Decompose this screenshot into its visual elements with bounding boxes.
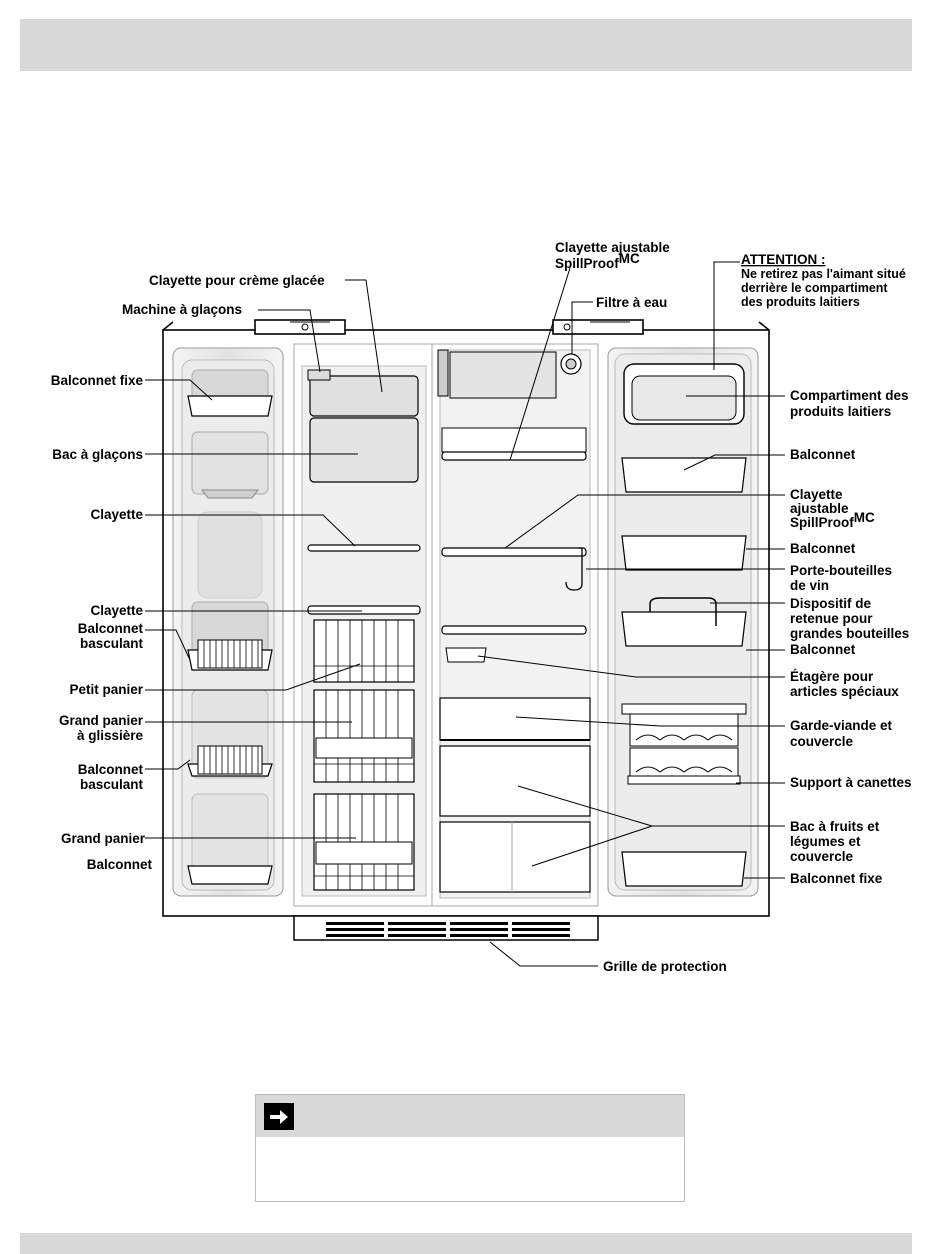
label-clayette-creme-glacee: Clayette pour crème glacée [149,273,325,288]
label-dispositif-c: grandes bouteilles [790,626,909,641]
freezer-door [172,347,284,897]
label-grand-panier-glissiere-a: Grand panier [59,713,144,728]
label-balconnet-left-bottom: Balconnet [87,857,153,872]
label-dispositif-a: Dispositif de [790,596,871,611]
fresh-food-door [607,347,759,897]
label-bac-fruits-b: légumes et [790,834,861,849]
label-balconnet-basculant-1b: basculant [80,636,144,651]
note-header [256,1095,684,1137]
label-clayette-aj-c: SpillProof [790,515,854,530]
label-grand-panier-glissiere-b: à glissière [77,728,144,743]
arrow-right-icon [264,1103,294,1130]
label-bac-glacons: Bac à glaçons [52,447,143,462]
label-spillproof-top: SpillProof [555,256,619,271]
label-attention-line3: des produits laitiers [741,295,860,309]
label-clayette-2: Clayette [90,603,143,618]
label-balconnet-basculant-1a: Balconnet [78,621,144,636]
label-balconnet-r2: Balconnet [790,541,856,556]
label-attention-title: ATTENTION : [741,252,826,267]
label-compartiment-b: produits laitiers [790,404,891,419]
label-clayette-aj-a: Clayette [790,487,843,502]
label-spillproof-top-mc: MC [619,251,640,266]
label-balconnet-r3: Balconnet [790,642,856,657]
label-bac-fruits-c: couvercle [790,849,854,864]
label-support-canettes: Support à canettes [790,775,912,790]
freezer-compartment [293,343,433,907]
svg-text:SpillProofMC: SpillProofMC [555,251,640,271]
label-clayette-aj-b: ajustable [790,501,849,516]
svg-text:SpillProofMC: SpillProofMC [790,510,875,530]
leader-lines [145,261,785,967]
label-grille-protection: Grille de protection [603,959,727,974]
label-machine-glacons: Machine à glaçons [122,302,242,317]
label-garde-viande-b: couvercle [790,734,854,749]
fresh-food-compartment [431,343,599,907]
label-balconnet-basculant-2b: basculant [80,777,144,792]
label-dispositif-b: retenue pour [790,611,873,626]
label-attention-line1: Ne retirez pas l'aimant situé [741,267,906,281]
label-filtre-eau: Filtre à eau [596,295,667,310]
label-balconnet-fixe-right: Balconnet fixe [790,871,883,886]
label-balconnet-basculant-2a: Balconnet [78,762,144,777]
label-clayette-1: Clayette [90,507,143,522]
note-text [256,1137,684,1153]
refrigerator-diagram: Clayette ajustable SpillProofMC ATTENTIO… [51,240,912,974]
label-balconnet-r1: Balconnet [790,447,856,462]
callout-labels: Clayette ajustable SpillProofMC ATTENTIO… [51,240,912,974]
protection-grille [293,915,599,941]
label-clayette-ajustable-top: Clayette ajustable [555,240,670,255]
label-porte-bouteilles-a: Porte-bouteilles [790,563,892,578]
label-clayette-aj-mc: MC [854,510,875,525]
label-grand-panier: Grand panier [61,831,146,846]
label-porte-bouteilles-b: de vin [790,578,829,593]
label-petit-panier: Petit panier [69,682,143,697]
label-compartiment-a: Compartiment des [790,388,909,403]
label-balconnet-fixe-left: Balconnet fixe [51,373,144,388]
note-box [255,1094,685,1202]
label-etagere-a: Étagère pour [790,669,874,684]
top-header-band [20,19,912,71]
label-etagere-b: articles spéciaux [790,684,899,699]
bottom-footer-band [20,1233,912,1254]
label-garde-viande-a: Garde-viande et [790,718,893,733]
label-attention-line2: derrière le compartiment [741,281,888,295]
label-bac-fruits-a: Bac à fruits et [790,819,880,834]
